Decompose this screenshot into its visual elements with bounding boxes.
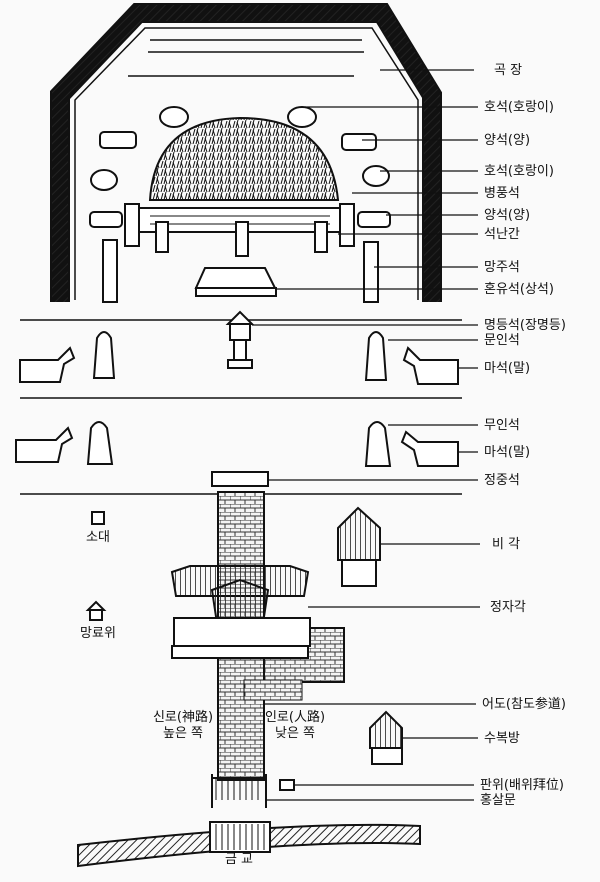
leader-lines xyxy=(252,69,480,801)
hongsal-gate xyxy=(211,774,267,808)
label-subokbang: 수복방 xyxy=(484,731,520,746)
label-jeongjagak: 정자각 xyxy=(490,600,526,615)
burial-mound xyxy=(148,116,340,201)
label-yangseok-1: 양석(양) xyxy=(484,133,531,148)
horse-statues xyxy=(15,346,459,467)
label-panwi: 판위(배위拜位) xyxy=(480,778,564,793)
label-hoseok-1: 호석(호랑이) xyxy=(484,100,554,115)
label-bigak: 비 각 xyxy=(492,537,521,552)
label-geumgyo: 금 교 xyxy=(224,852,254,867)
label-inro: 인로(人路) 낮은 쪽 xyxy=(262,710,328,742)
mangju-pillars xyxy=(102,239,379,303)
label-eodo: 어도(참도参道) xyxy=(482,697,566,712)
label-jeongjungseok: 정중석 xyxy=(484,473,520,488)
label-byeongpungseok: 병풍석 xyxy=(484,186,520,201)
label-muninseok-civil: 문인석 xyxy=(484,333,520,348)
label-sinro-title: 신로(神路) xyxy=(152,710,214,725)
sheep-statues xyxy=(89,131,391,228)
military-official-statues xyxy=(86,421,392,467)
label-maseok-1: 마석(말) xyxy=(484,361,531,376)
honyu-stone xyxy=(194,267,277,297)
label-honyuseok: 혼유석(상석) xyxy=(484,282,554,297)
label-sodae: 소대 xyxy=(86,530,110,545)
geumgyo-bridge xyxy=(77,821,421,868)
label-sinro: 신로(神路) 높은 쪽 xyxy=(150,710,216,742)
jeongjagak-shrine xyxy=(170,565,311,659)
jeongjung-stone xyxy=(211,471,269,487)
label-inro-sub: 낮은 쪽 xyxy=(274,726,315,741)
label-gokjang: 곡 장 xyxy=(494,63,523,78)
label-hongsalmun: 홍살문 xyxy=(480,793,516,808)
stone-lantern xyxy=(225,310,255,369)
label-inro-title: 인로(人路) xyxy=(264,710,326,725)
bigak-pavilion xyxy=(337,506,381,587)
mangryowi-marker xyxy=(85,600,107,621)
stone-railing xyxy=(124,203,355,257)
label-muinseok-military: 무인석 xyxy=(484,418,520,433)
label-sinro-sub: 높은 쪽 xyxy=(162,726,203,741)
label-myeongdeungseok: 명등석(장명등) xyxy=(484,318,566,333)
tiger-statues xyxy=(90,106,390,191)
label-maseok-2: 마석(말) xyxy=(484,445,531,460)
sodae-marker xyxy=(91,511,105,525)
label-hoseok-2: 호석(호랑이) xyxy=(484,164,554,179)
label-yangseok-2: 양석(양) xyxy=(484,208,531,223)
civil-official-statues xyxy=(92,331,388,381)
subokbang-building xyxy=(369,710,403,765)
gokjang-wall xyxy=(50,2,442,302)
panwi-marker xyxy=(279,779,295,791)
label-mangryowi: 망료위 xyxy=(80,626,116,641)
label-seoknangan: 석난간 xyxy=(484,227,520,242)
label-mangjuseok: 망주석 xyxy=(484,260,520,275)
